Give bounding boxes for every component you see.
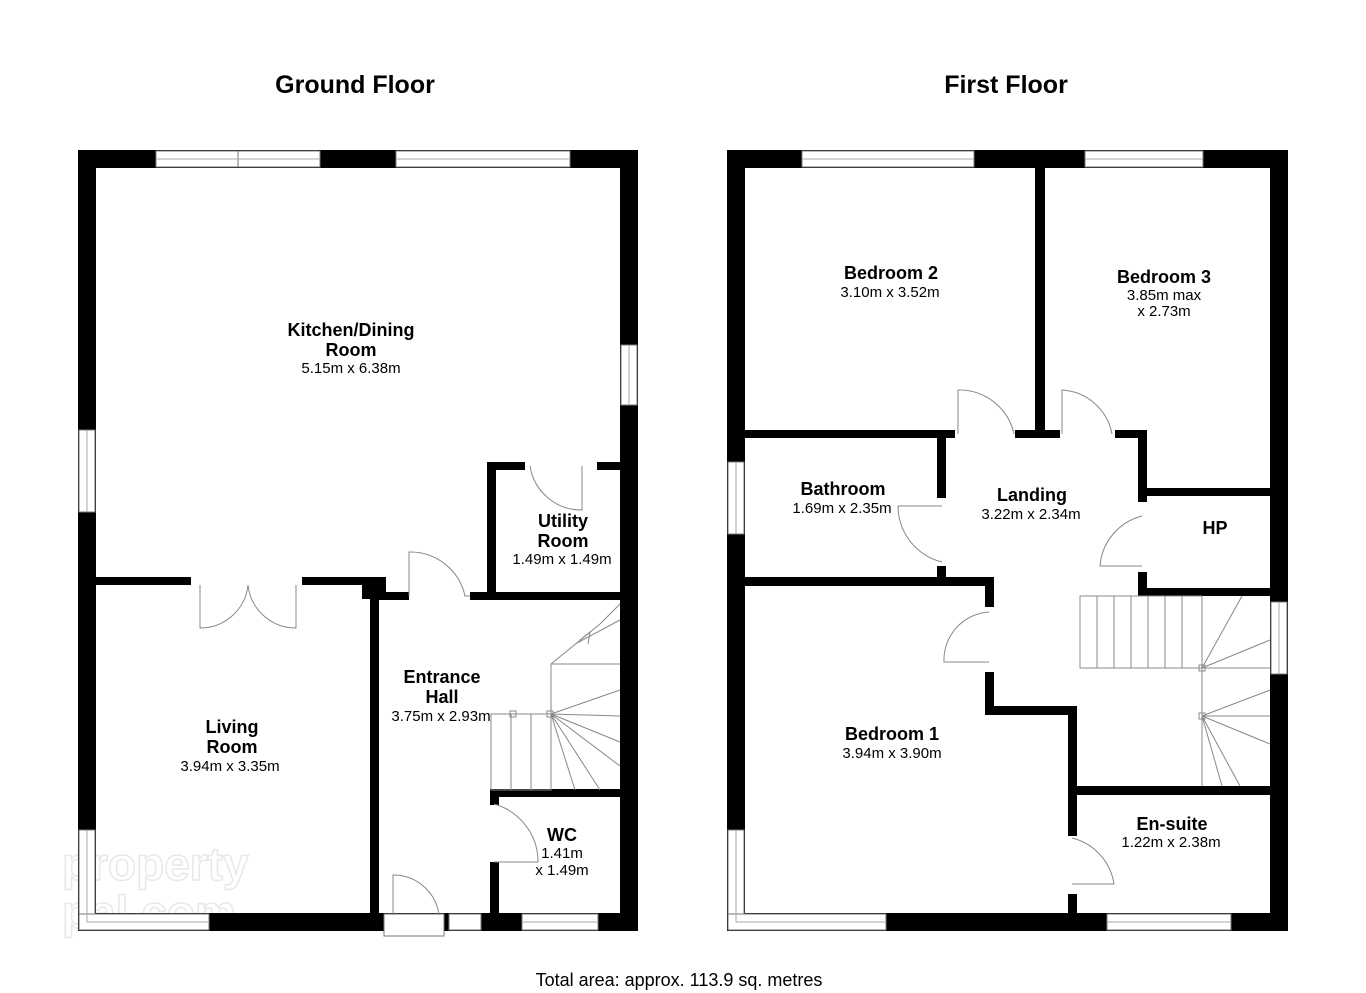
hp-name: HP (1202, 518, 1227, 538)
bedroom3-dimensions-line-1: 3.85m max (1127, 287, 1202, 304)
ground-floor-internal-walls (96, 462, 620, 915)
bathroom-dimensions: 1.69m x 2.35m (792, 500, 891, 517)
ground-floor-doors (199, 465, 583, 916)
bedroom2-dimensions: 3.10m x 3.52m (840, 284, 939, 301)
kitchen-name-line-2: Room (326, 340, 377, 360)
ensuite-name: En-suite (1136, 814, 1207, 834)
bedroom1-name: Bedroom 1 (845, 724, 939, 744)
utility-name-line-2: Room (538, 531, 589, 551)
living-name-line-1: Living (206, 717, 259, 737)
bedroom2-name: Bedroom 2 (844, 263, 938, 283)
first-floor-stairs (1079, 595, 1271, 787)
hall-name-line-2: Hall (425, 687, 458, 707)
kitchen-dimensions: 5.15m x 6.38m (301, 360, 400, 377)
ground-floor: Ground Floor Kitchen/Dining Room 5.15m x… (78, 71, 638, 937)
ground-floor-title: Ground Floor (275, 71, 435, 99)
bedroom3-name: Bedroom 3 (1117, 267, 1211, 287)
kitchen-name-line-1: Kitchen/Dining (288, 320, 415, 340)
hall-name-line-1: Entrance (403, 667, 480, 687)
bathroom-name: Bathroom (801, 479, 886, 499)
landing-name: Landing (997, 485, 1067, 505)
first-floor-windows (727, 150, 1288, 931)
first-floor-title: First Floor (944, 71, 1068, 99)
wc-dimensions-line-2: x 1.49m (535, 862, 588, 879)
bedroom3-dimensions-line-2: x 2.73m (1137, 303, 1190, 320)
bedroom1-dimensions: 3.94m x 3.90m (842, 745, 941, 762)
landing-dimensions: 3.22m x 2.34m (981, 506, 1080, 523)
utility-name-line-1: Utility (538, 511, 588, 531)
total-area: Total area: approx. 113.9 sq. metres (536, 970, 823, 990)
ensuite-dimensions: 1.22m x 2.38m (1121, 834, 1220, 851)
hall-dimensions: 3.75m x 2.93m (391, 708, 490, 725)
first-floor: First Floor Bedroom 2 3.10m x 3.52m Bedr… (727, 71, 1288, 931)
utility-dimensions: 1.49m x 1.49m (512, 551, 611, 568)
first-floor-internal-walls (745, 168, 1270, 914)
ground-floor-stairs (490, 603, 621, 791)
ground-floor-windows (78, 150, 638, 937)
living-dimensions: 3.94m x 3.35m (180, 758, 279, 775)
wc-name: WC (547, 825, 577, 845)
wc-dimensions-line-1: 1.41m (541, 845, 583, 862)
living-name-line-2: Room (207, 737, 258, 757)
first-floor-doors (897, 389, 1143, 885)
